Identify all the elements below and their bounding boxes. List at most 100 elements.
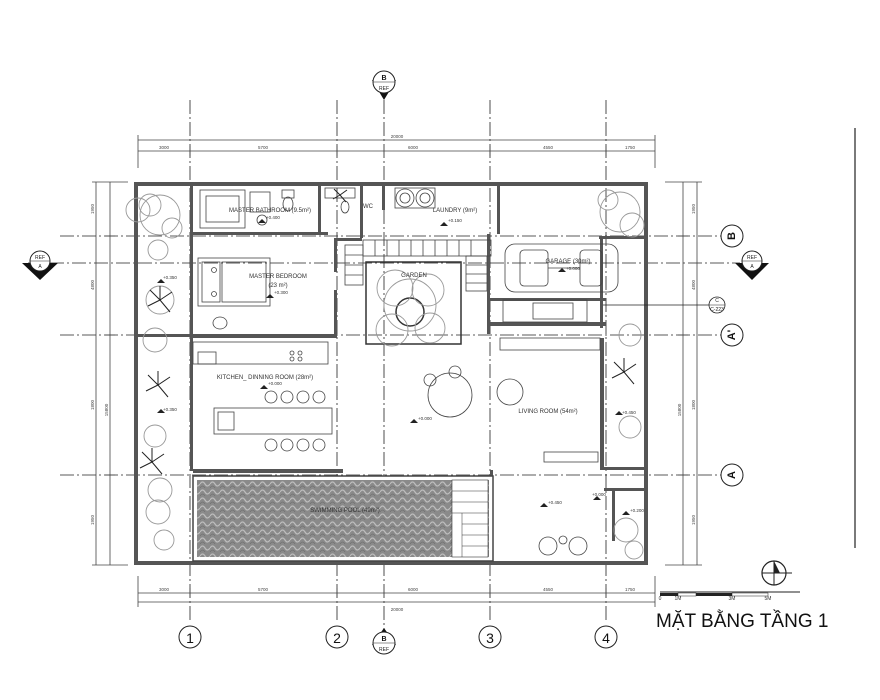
- level-markers: +0.400 +0.150 +0.300 +0.000 +0.350 +0.35…: [157, 215, 644, 515]
- room-kitchen: KITCHEN_ DINNING ROOM (28m²): [217, 375, 313, 381]
- room-wc: WC: [363, 204, 374, 210]
- svg-text:+0.400: +0.400: [266, 215, 280, 220]
- svg-text:C: C: [715, 298, 719, 304]
- room-master-bedroom-area: (23 m²): [268, 283, 287, 289]
- section-marker-bottom: B REF: [372, 628, 396, 655]
- dim-top-total: 20000: [391, 134, 404, 139]
- room-garden: GARDEN: [401, 273, 427, 279]
- svg-text:A: A: [726, 471, 738, 479]
- north-arrow-icon: [761, 560, 792, 586]
- section-marker-top: B REF: [372, 70, 396, 100]
- dim-bottom-5: 1750: [625, 587, 636, 592]
- svg-text:REF: REF: [379, 647, 389, 653]
- svg-text:+0.000: +0.000: [268, 381, 282, 386]
- exterior-walls: [134, 182, 648, 565]
- room-master-bathroom: MASTER BATHROOM (9.5m²): [229, 208, 311, 214]
- svg-text:A': A': [726, 329, 738, 340]
- dim-bottom-1: 3000: [159, 587, 170, 592]
- dim-top-2: 5700: [258, 145, 269, 150]
- level-marker: +0.000: [558, 266, 580, 272]
- drawing-title: MẶT BẰNG TẦNG 1: [656, 610, 828, 632]
- car: [504, 243, 619, 293]
- grid-bubble-4: 4: [594, 625, 618, 649]
- dim-left-4: 1950: [90, 514, 95, 525]
- dimension-labels: 20000 3000 5700 6000 4550 1750 3000 5700…: [90, 134, 696, 612]
- svg-text:+0.350: +0.350: [163, 407, 177, 412]
- dim-left-3: 1800: [90, 399, 95, 410]
- dim-top-5: 1750: [625, 145, 636, 150]
- grid-bubble-1: 1: [178, 625, 202, 649]
- dim-right-4: 1950: [691, 514, 696, 525]
- level-marker: +0.150: [440, 218, 462, 226]
- level-marker: +0.200: [622, 508, 644, 515]
- furniture: [192, 187, 601, 556]
- level-marker: +0.350: [157, 407, 177, 413]
- level-marker: +0.000: [410, 416, 432, 423]
- level-marker: +0.350: [157, 275, 177, 283]
- level-marker: +0.450: [540, 500, 562, 507]
- swimming-pool: [192, 475, 494, 562]
- svg-text:3M: 3M: [729, 596, 736, 602]
- room-garage: GARAGE (30m²): [545, 259, 590, 265]
- dim-bottom-total: 20000: [391, 607, 404, 612]
- level-marker: +0.400: [258, 215, 280, 223]
- svg-text:1M: 1M: [675, 596, 682, 602]
- grid-bubble-b: B: [720, 224, 744, 248]
- room-labels: MASTER BATHROOM (9.5m²) WC LAUNDRY (9m²)…: [217, 204, 591, 514]
- dim-bottom-3: 6000: [408, 587, 419, 592]
- stairs: [344, 239, 492, 292]
- level-marker: +0.000: [592, 492, 606, 500]
- room-living: LIVING ROOM (54m²): [518, 409, 577, 415]
- svg-text:B: B: [381, 75, 386, 82]
- room-master-bedroom: MASTER BEDROOM: [249, 274, 307, 280]
- svg-text:REF: REF: [379, 86, 389, 92]
- grid-bubbles: 1 2 3 4 B A' A: [178, 224, 744, 649]
- svg-text:0: 0: [659, 596, 662, 602]
- svg-text:+0.150: +0.150: [448, 218, 462, 223]
- dim-right-1: 1950: [691, 203, 696, 214]
- interior-walls: [138, 186, 644, 541]
- section-tag-c: C C-223: [603, 296, 726, 314]
- svg-text:REF: REF: [35, 255, 45, 261]
- section-marker-left: REF A: [22, 250, 58, 280]
- svg-text:C-223: C-223: [710, 307, 724, 313]
- dim-right-3: 1800: [691, 399, 696, 410]
- svg-text:+0.450: +0.450: [622, 410, 636, 415]
- dim-top-1: 3000: [159, 145, 170, 150]
- garden: [365, 261, 462, 347]
- landscape-trees: [125, 188, 645, 560]
- dim-left-2: 4800: [90, 279, 95, 290]
- svg-text:+0.200: +0.200: [630, 508, 644, 513]
- dim-right-total: 15800: [677, 403, 682, 416]
- room-laundry: LAUNDRY (9m²): [433, 208, 477, 214]
- grid-bubble-a-prime: A': [720, 323, 744, 347]
- svg-text:+0.350: +0.350: [163, 275, 177, 280]
- grid-bubble-2: 2: [325, 625, 349, 649]
- dim-bottom-2: 5700: [258, 587, 269, 592]
- level-marker: +0.300: [266, 290, 288, 298]
- svg-text:B: B: [726, 232, 738, 240]
- level-marker: +0.000: [260, 381, 282, 389]
- svg-text:A: A: [750, 264, 754, 270]
- svg-text:B: B: [381, 636, 386, 643]
- svg-text:4: 4: [602, 630, 610, 646]
- dim-top-4: 4550: [543, 145, 554, 150]
- svg-text:3: 3: [486, 630, 494, 646]
- svg-text:2: 2: [333, 630, 341, 646]
- svg-text:+0.000: +0.000: [418, 416, 432, 421]
- svg-text:+0.000: +0.000: [592, 492, 606, 497]
- grid-bubble-a: A: [720, 463, 744, 487]
- svg-text:+0.000: +0.000: [566, 266, 580, 271]
- svg-text:1: 1: [186, 630, 194, 646]
- room-swimming-pool: SWIMMING POOL (49m²): [310, 508, 379, 514]
- svg-text:5M: 5M: [765, 596, 772, 602]
- svg-text:A: A: [38, 264, 42, 270]
- dim-top-3: 6000: [408, 145, 419, 150]
- level-marker: +0.450: [615, 410, 636, 415]
- scale-bar: 0 1M 3M 5M: [659, 591, 800, 602]
- dim-left-1: 1950: [90, 203, 95, 214]
- dim-bottom-4: 4550: [543, 587, 554, 592]
- svg-text:+0.300: +0.300: [274, 290, 288, 295]
- dim-right-2: 4800: [691, 279, 696, 290]
